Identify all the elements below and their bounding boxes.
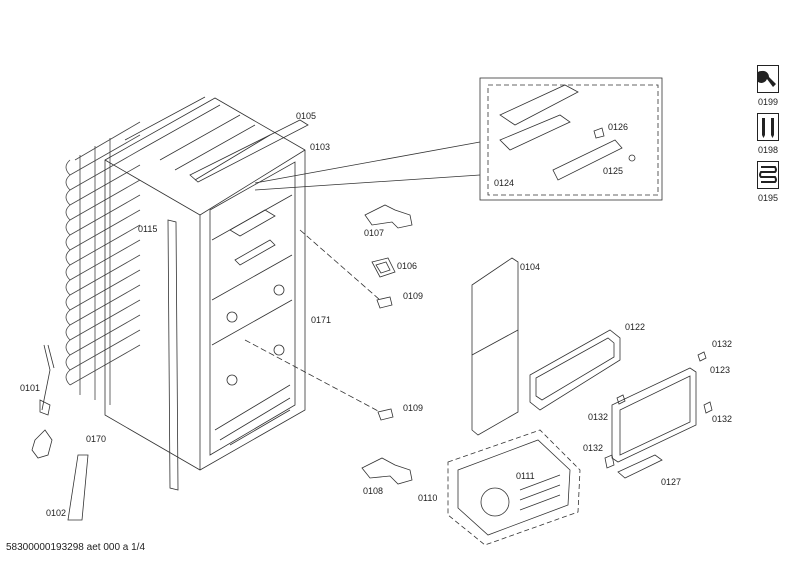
drain-hose — [67, 454, 89, 521]
part-label-0109-lower: 0109 — [403, 403, 424, 413]
part-label-0132-b: 0132 — [588, 412, 609, 422]
power-cable — [31, 344, 55, 459]
decor-panel — [611, 367, 697, 463]
part-label-0110: 0110 — [418, 493, 438, 503]
part-label-0127: 0127 — [661, 477, 682, 487]
document-id-footer: 58300000193298 aet 000 a 1/4 — [6, 542, 146, 553]
clip — [604, 351, 713, 469]
tool-icon — [757, 65, 779, 93]
part-label-0101: 0101 — [20, 383, 41, 393]
coil-icon — [757, 161, 779, 189]
part-label-0104: 0104 — [520, 262, 541, 272]
lower-hinge — [361, 457, 413, 485]
electronics-housing — [447, 429, 581, 546]
part-label-0125: 0125 — [603, 166, 624, 176]
hinge-axis — [244, 229, 381, 413]
tool-label: 0199 — [757, 97, 779, 107]
part-label-0132-a: 0132 — [712, 339, 733, 349]
handle — [617, 454, 663, 479]
cabinet-body — [104, 96, 309, 471]
part-label-0103: 0103 — [310, 142, 331, 152]
door-panel — [471, 257, 519, 436]
part-label-0107: 0107 — [364, 228, 385, 238]
part-label-0123: 0123 — [710, 365, 731, 375]
part-label-0108: 0108 — [363, 486, 384, 496]
part-label-0170: 0170 — [86, 434, 107, 444]
part-label-0126: 0126 — [608, 122, 629, 132]
accessory-label: 0198 — [757, 145, 779, 155]
part-label-0102: 0102 — [46, 508, 67, 518]
part-label-0105: 0105 — [296, 111, 317, 121]
part-label-0122: 0122 — [625, 322, 646, 332]
decor-frame — [529, 329, 621, 411]
coil-label: 0195 — [757, 193, 779, 203]
part-label-0115: 0115 — [138, 224, 158, 234]
accessory-icon — [757, 113, 779, 141]
part-label-0132-c: 0132 — [712, 414, 733, 424]
part-label-0106: 0106 — [397, 261, 418, 271]
hinge-bushing — [371, 257, 396, 278]
part-label-0124: 0124 — [494, 178, 515, 188]
inset-leader — [254, 141, 481, 191]
part-label-0109-upper: 0109 — [403, 291, 424, 301]
part-label-0171: 0171 — [311, 315, 332, 325]
seal-strip — [167, 219, 179, 491]
upper-hinge — [364, 204, 413, 229]
part-label-0111: 0111 — [516, 471, 535, 481]
inset-box — [479, 77, 663, 201]
condenser-coil — [65, 121, 141, 405]
part-label-0132-d: 0132 — [583, 443, 604, 453]
